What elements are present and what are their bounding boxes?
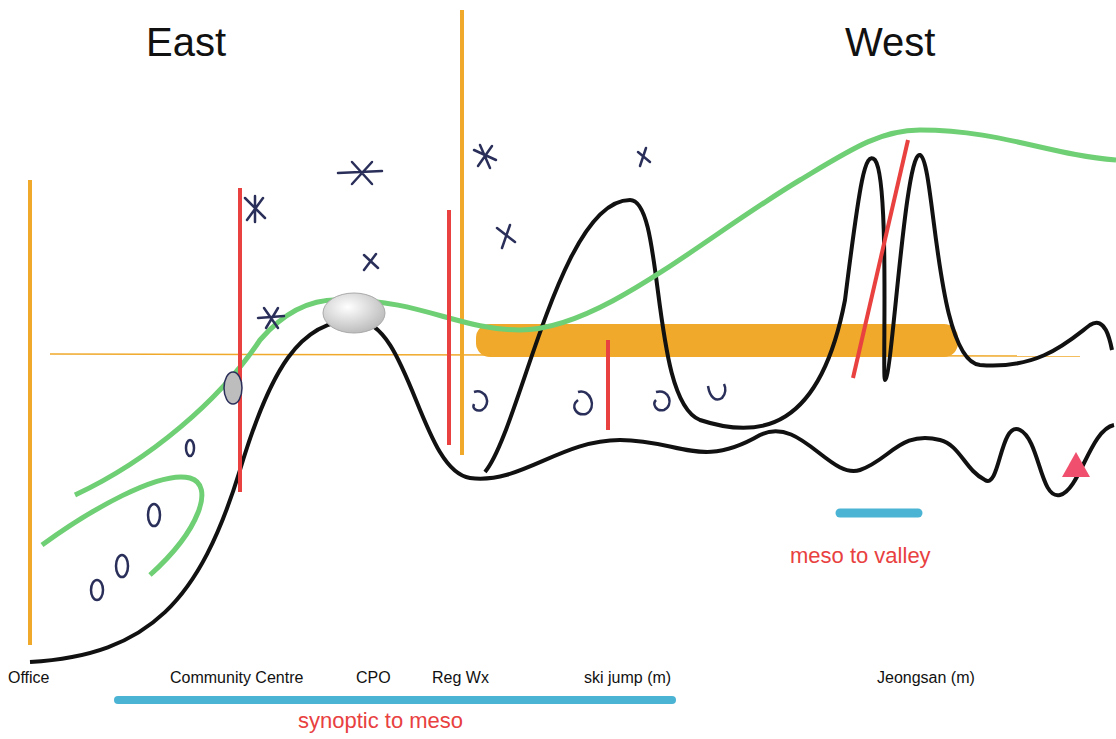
scale-label: meso to valley [790, 543, 931, 569]
direction-label: East [146, 18, 226, 66]
site-label: Jeongsan (m) [877, 668, 975, 687]
site-label: CPO [356, 668, 391, 687]
station-line [28, 180, 32, 645]
scale-label: synoptic to meso [298, 708, 463, 734]
site-label: Office [8, 668, 50, 687]
airflow-line [42, 477, 202, 575]
mountain-profile [485, 155, 1112, 472]
snow-symbols [245, 145, 650, 328]
rain-symbols [91, 384, 725, 600]
airflow-line [75, 130, 1116, 495]
rain-drop [224, 372, 242, 404]
site-label: Community Centre [170, 668, 303, 687]
site-label: ski jump (m) [584, 668, 671, 687]
profile-lines [240, 140, 908, 492]
station-marker [1062, 452, 1090, 477]
direction-label: West [845, 18, 935, 66]
cloud [323, 293, 385, 333]
site-label: Reg Wx [432, 668, 489, 687]
scale-bar [118, 696, 672, 704]
scale-bar [840, 509, 918, 518]
station-line [460, 10, 464, 455]
terrain-profile [30, 320, 1114, 662]
